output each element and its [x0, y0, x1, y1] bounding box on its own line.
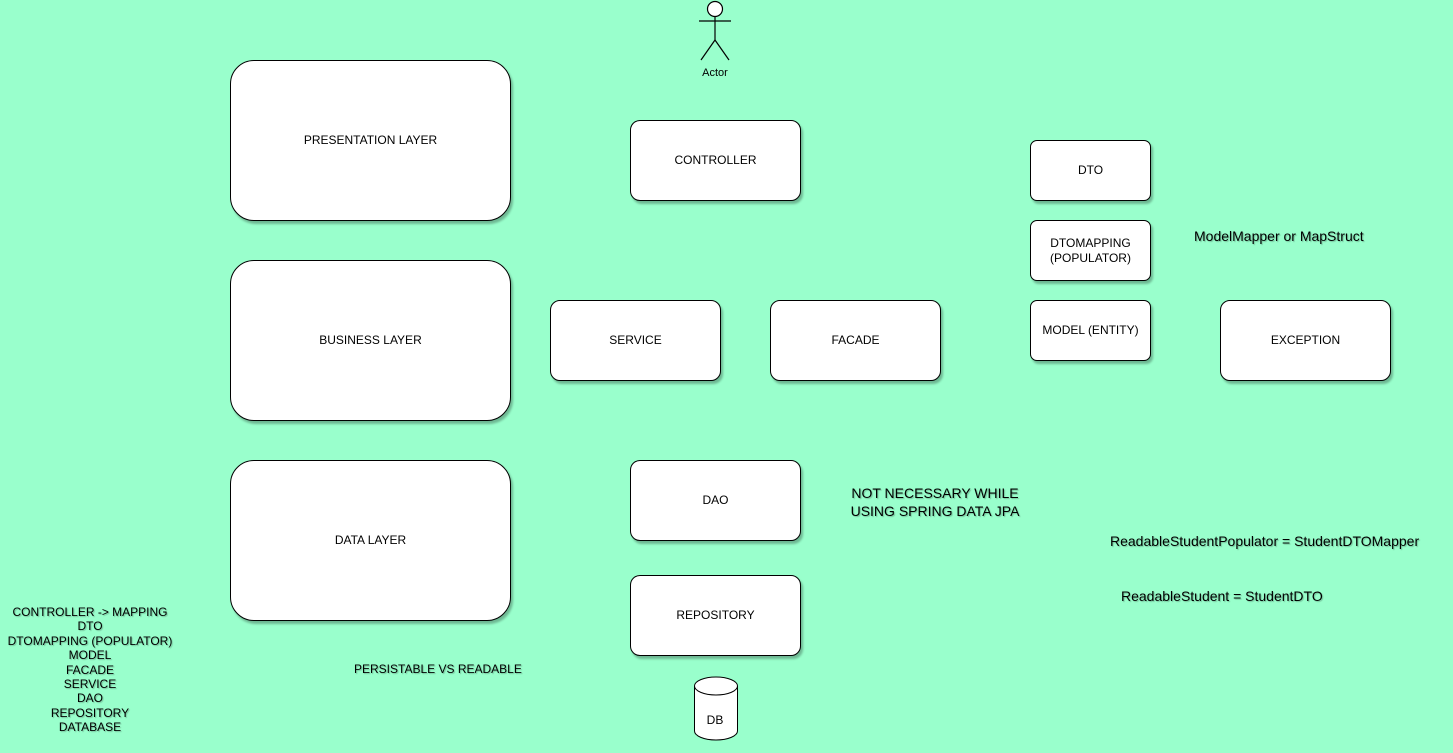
list-item: REPOSITORY: [50, 705, 130, 720]
list-item: DATABASE: [58, 720, 122, 735]
dto-box[interactable]: DTO: [1030, 140, 1151, 201]
list-item: SERVICE: [63, 677, 117, 692]
exception-box[interactable]: EXCEPTION: [1220, 300, 1391, 381]
business-layer-box[interactable]: BUSINESS LAYER: [230, 260, 511, 421]
not-necessary-line-1: NOT NECESSARY WHILE: [851, 485, 1019, 501]
list-item: DAO: [76, 691, 103, 706]
list-item: DTO: [77, 619, 103, 634]
modelmapper-note: ModelMapper or MapStruct: [1194, 228, 1364, 244]
data-layer-box[interactable]: DATA LAYER: [230, 460, 511, 621]
presentation-layer-box[interactable]: PRESENTATION LAYER: [230, 60, 511, 221]
list-item: MODEL: [68, 648, 112, 663]
list-item: DTOMAPPING (POPULATOR): [7, 633, 173, 648]
database-icon: [694, 676, 738, 741]
actor-label: Actor: [702, 67, 728, 79]
list-item: CONTROLLER -> MAPPING: [12, 605, 168, 619]
list-item: FACADE: [65, 662, 114, 677]
repository-box[interactable]: REPOSITORY: [630, 575, 801, 656]
readable-equivalence-note: ReadableStudent = StudentDTO: [1121, 588, 1323, 604]
model-entity-box[interactable]: MODEL (ENTITY): [1030, 300, 1151, 361]
layer-order-list: CONTROLLER -> MAPPING DTO DTOMAPPING (PO…: [0, 605, 180, 735]
dtomapping-box[interactable]: DTOMAPPING (POPULATOR): [1030, 220, 1151, 281]
not-necessary-line-2: USING SPRING DATA JPA: [850, 503, 1020, 519]
persistable-vs-readable-note: PERSISTABLE VS READABLE: [354, 662, 522, 676]
not-necessary-note: NOT NECESSARY WHILE USING SPRING DATA JP…: [830, 484, 1040, 520]
database-cylinder[interactable]: DB: [692, 674, 740, 744]
dao-box[interactable]: DAO: [630, 460, 801, 541]
actor-figure: Actor: [690, 0, 740, 82]
facade-box[interactable]: FACADE: [770, 300, 941, 381]
populator-equivalence-note: ReadableStudentPopulator = StudentDTOMap…: [1110, 533, 1420, 549]
database-label: DB: [706, 713, 724, 727]
controller-box[interactable]: CONTROLLER: [630, 120, 801, 201]
service-box[interactable]: SERVICE: [550, 300, 721, 381]
actor-icon: [699, 0, 731, 61]
